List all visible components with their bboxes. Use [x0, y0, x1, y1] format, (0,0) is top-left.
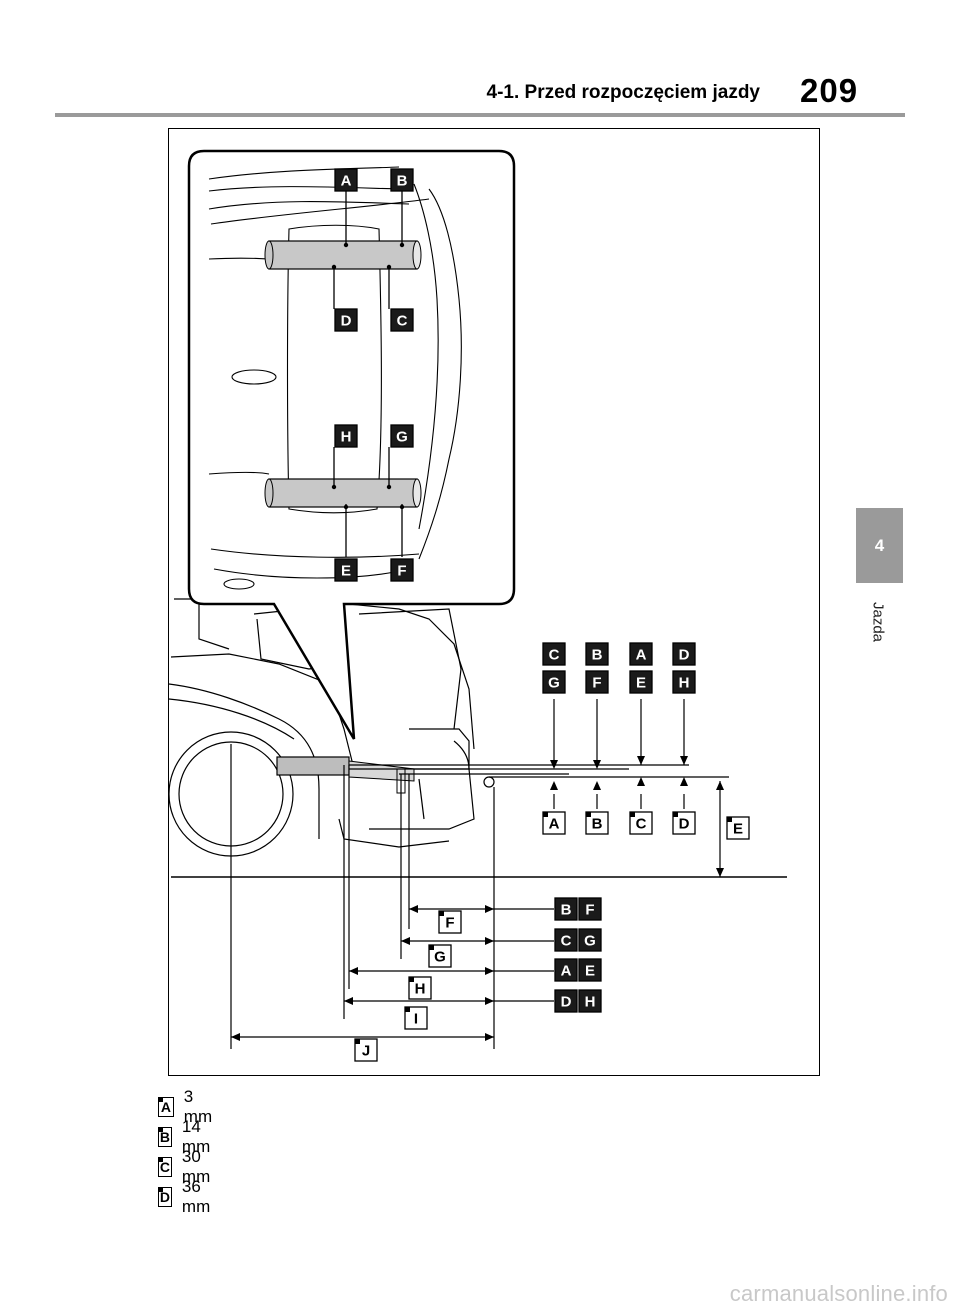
height-leaders: [349, 699, 729, 877]
length-callout: E: [578, 958, 602, 982]
inset-callout: C: [390, 308, 414, 332]
callout-letter: F: [592, 675, 601, 692]
length-callout: A: [554, 958, 578, 982]
callout-letter: E: [733, 821, 743, 838]
height-callout-top: A: [629, 642, 653, 666]
callout-letter: H: [679, 675, 690, 692]
callout-letter: H: [341, 429, 352, 446]
dimension-label: G: [428, 944, 452, 968]
callout-letter: B: [397, 173, 408, 190]
callout-letter: E: [341, 563, 351, 580]
callout-letter: C: [397, 313, 408, 330]
height-label: D: [672, 811, 696, 835]
callout-letter: E: [585, 963, 595, 980]
inset-callout: F: [390, 558, 414, 582]
callout-letter: G: [434, 949, 446, 966]
callout-letter: G: [584, 933, 596, 950]
legend-row: D 36 mm: [158, 1177, 216, 1216]
dimension-label: I: [404, 1006, 428, 1030]
callout-letter: E: [636, 675, 646, 692]
chapter-tab[interactable]: 4: [856, 508, 903, 583]
length-dimensions: [230, 744, 554, 1049]
dimension-label: J: [354, 1038, 378, 1062]
height-label: A: [542, 811, 566, 835]
height-callout-bottom: E: [629, 670, 653, 694]
callout-letter: D: [679, 647, 690, 664]
height-callout-bottom: H: [672, 670, 696, 694]
legend-row: A 3 mm: [158, 1087, 216, 1126]
callout-letter: C: [549, 647, 560, 664]
legend-key: A: [158, 1097, 174, 1117]
footer-watermark: carmanualsonline.info: [729, 1281, 948, 1306]
inset-callout: E: [334, 558, 358, 582]
dimension-label: F: [438, 910, 462, 934]
callout-letter: G: [396, 429, 408, 446]
dimension-arrowheads: [231, 905, 494, 1041]
height-callout-bottom: G: [542, 670, 566, 694]
inset-callout: B: [390, 168, 414, 192]
callout-letter: A: [636, 647, 647, 664]
legend-key: C: [158, 1157, 172, 1177]
height-callout-top: C: [542, 642, 566, 666]
callout-letter: H: [415, 981, 426, 998]
height-label: C: [629, 811, 653, 835]
length-callout: G: [578, 928, 602, 952]
inset-callout: H: [334, 424, 358, 448]
legend-row: B 14 mm: [158, 1117, 216, 1156]
page-header: 4-1. Przed rozpoczęciem jazdy 209: [0, 0, 960, 120]
height-label: B: [585, 811, 609, 835]
chapter-label: Jazda: [869, 601, 887, 643]
callout-letter: B: [592, 816, 603, 833]
legend-value: 30 mm: [181, 1147, 211, 1186]
inset-callout: A: [334, 168, 358, 192]
callout-letter: D: [341, 313, 352, 330]
tow-bar: [276, 756, 495, 794]
length-callout: H: [578, 989, 602, 1013]
callout-letter: F: [585, 902, 594, 919]
callout-letter: A: [561, 963, 572, 980]
callout-letter: B: [561, 902, 572, 919]
length-callout: F: [578, 897, 602, 921]
callout-letter: D: [561, 994, 572, 1011]
page-number: 209: [800, 72, 859, 109]
callout-letter: I: [414, 1011, 418, 1028]
height-callout-top: D: [672, 642, 696, 666]
callout-letter: D: [679, 816, 690, 833]
callout-letter: F: [445, 915, 454, 932]
callout-letter: A: [341, 173, 352, 190]
legend-key: B: [158, 1127, 172, 1147]
callout-letter: C: [561, 933, 572, 950]
inset-callout: D: [334, 308, 358, 332]
length-callout: C: [554, 928, 578, 952]
callout-letter: B: [592, 647, 603, 664]
chapter-number: 4: [874, 535, 885, 555]
callout-letter: A: [549, 816, 560, 833]
callout-letter: J: [362, 1043, 370, 1060]
height-label-e: E: [726, 816, 750, 840]
legend-value: 36 mm: [181, 1177, 211, 1216]
dimension-label: H: [408, 976, 432, 1000]
length-callout: D: [554, 989, 578, 1013]
height-callout-bottom: F: [585, 670, 609, 694]
callout-letter: G: [548, 675, 560, 692]
length-callout: B: [554, 897, 578, 921]
legend-key: D: [158, 1187, 172, 1207]
callout-letter: F: [397, 563, 406, 580]
inset-callout: G: [390, 424, 414, 448]
arrowheads: [550, 756, 724, 877]
section-title: 4-1. Przed rozpoczęciem jazdy: [486, 82, 761, 103]
callout-letter: C: [636, 816, 647, 833]
callout-letter: H: [585, 994, 596, 1011]
legend-row: C 30 mm: [158, 1147, 216, 1186]
header-rule: [55, 113, 905, 117]
height-callout-top: B: [585, 642, 609, 666]
legend-value: 3 mm: [183, 1087, 213, 1126]
legend-value: 14 mm: [181, 1117, 211, 1156]
